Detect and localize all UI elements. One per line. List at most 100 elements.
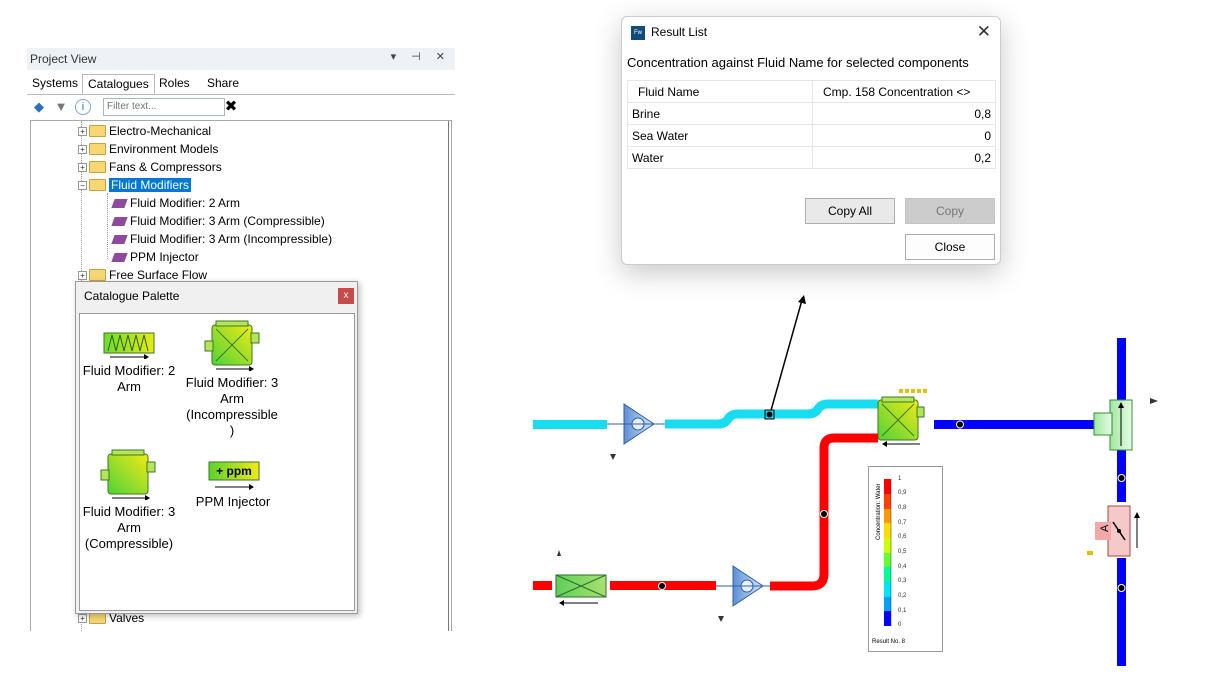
table-row[interactable]: Sea Water 0	[627, 124, 996, 147]
network-diagram: A	[533, 295, 1158, 666]
legend-tick: 0,7	[898, 520, 907, 526]
expand-icon[interactable]: +	[78, 271, 87, 281]
fluid-modifier-icon	[111, 235, 128, 245]
copy-all-button[interactable]: Copy All	[805, 198, 895, 224]
tab-share[interactable]: Share	[207, 76, 240, 90]
pipe-red[interactable]	[533, 581, 552, 590]
tree-folder-label: Free Surface Flow	[109, 268, 208, 282]
expand-icon[interactable]: +	[78, 163, 87, 173]
heat-exchanger-component[interactable]	[555, 550, 607, 606]
legend-tick: 1	[898, 476, 902, 482]
tree-item-fluid-modifier-3-arm-compressible[interactable]: Fluid Modifier: 3 Arm (Compressible)	[111, 212, 325, 230]
ppm-injector-icon	[111, 253, 128, 263]
valve-component[interactable]: A	[1087, 505, 1140, 557]
pipe-cyan[interactable]	[533, 420, 607, 429]
copy-button[interactable]: Copy	[905, 198, 995, 224]
info-icon[interactable]: i	[75, 99, 91, 115]
tree-item-ppm-injector[interactable]: PPM Injector	[111, 248, 199, 266]
fluid-modifier-icon	[111, 217, 128, 227]
tree-scrollbar[interactable]	[448, 121, 449, 631]
tree-item-fluid-modifier-2-arm[interactable]: Fluid Modifier: 2 Arm	[111, 194, 241, 212]
tree-folder-label: Fans & Compressors	[109, 160, 222, 174]
tree-guide-line	[107, 193, 108, 259]
valve-label: A	[1099, 524, 1111, 532]
column-header-concentration[interactable]: Cmp. 158 Concentration <>	[812, 80, 996, 103]
result-table: Fluid Name Cmp. 158 Concentration <> Bri…	[627, 80, 996, 169]
dialog-title: Result List	[651, 25, 708, 39]
tree-item-label: Fluid Modifier: 3 Arm (Compressible)	[130, 214, 325, 228]
pipe-node[interactable]	[820, 510, 828, 518]
tree-folder-label: Fluid Modifiers	[109, 178, 192, 192]
tree-folder-label: Environment Models	[109, 142, 219, 156]
tab-roles[interactable]: Roles	[159, 76, 190, 90]
table-row[interactable]: Water 0,2	[627, 146, 996, 169]
close-button[interactable]: Close	[905, 234, 995, 260]
cell-fluid-name: Water	[627, 146, 813, 169]
cell-fluid-name: Brine	[627, 102, 813, 125]
fluid-modifier-2-arm-icon	[103, 332, 155, 360]
palette-item-ppm-injector[interactable]: + ppm PPM Injector	[185, 460, 281, 510]
filter-icon[interactable]: ▼	[54, 99, 68, 114]
project-view-titlebar: Project View ▾ ⊣ ✕	[27, 48, 455, 70]
cell-concentration: 0,2	[812, 146, 996, 169]
close-icon[interactable]: ✕	[976, 22, 991, 41]
table-row[interactable]: Brine 0,8	[627, 102, 996, 125]
pipe-node[interactable]	[1117, 474, 1126, 482]
fluid-modifier-component[interactable]	[877, 389, 927, 447]
catalogue-icon[interactable]: ◆	[34, 99, 44, 114]
expand-icon[interactable]: +	[78, 145, 87, 155]
pipe-blue[interactable]	[1117, 558, 1126, 666]
legend-tick: 0,2	[898, 593, 907, 599]
clear-filter-icon[interactable]: ✖	[224, 98, 238, 115]
tree-folder-label: Electro-Mechanical	[109, 124, 212, 138]
filter-input[interactable]	[103, 98, 225, 116]
table-header-row: Fluid Name Cmp. 158 Concentration <>	[627, 80, 996, 103]
pointer-arrowhead	[798, 295, 806, 304]
tree-item-label: Fluid Modifier: 2 Arm	[130, 196, 241, 210]
tree-folder-electro-mechanical[interactable]: + Electro-Mechanical	[78, 122, 211, 140]
close-icon[interactable]: x	[338, 288, 354, 304]
pipe-node[interactable]	[956, 420, 964, 429]
project-view-title: Project View	[30, 52, 97, 66]
tee-junction-component[interactable]	[1093, 398, 1158, 451]
catalogue-palette-title: Catalogue Palette	[84, 289, 180, 303]
tab-systems[interactable]: Systems	[32, 76, 79, 90]
cell-concentration: 0,8	[812, 102, 996, 125]
pump-component[interactable]	[607, 403, 665, 460]
column-header-fluid-name[interactable]: Fluid Name	[627, 80, 813, 103]
concentration-legend: Concentration: Water 1 0,9 0,8 0,7 0,6 0…	[868, 466, 943, 652]
dialog-description: Concentration against Fluid Name for sel…	[627, 55, 969, 70]
tree-folder-free-surface-flow[interactable]: + Free Surface Flow	[78, 266, 207, 284]
project-view-tabs: Systems Catalogues Roles Share	[27, 72, 455, 95]
ppm-icon-text: + ppm	[216, 464, 252, 478]
expand-icon[interactable]: +	[78, 614, 87, 624]
tree-item-fluid-modifier-3-arm-incompressible[interactable]: Fluid Modifier: 3 Arm (Incompressible)	[111, 230, 333, 248]
tab-catalogues[interactable]: Catalogues	[82, 74, 155, 94]
pipe-blue[interactable]	[1117, 338, 1126, 400]
legend-tick: 0,1	[898, 608, 907, 614]
pipe-node[interactable]	[766, 411, 773, 418]
fluid-modifier-icon	[111, 199, 128, 209]
tree-folder-environment-models[interactable]: + Environment Models	[78, 140, 218, 158]
pipe-node[interactable]	[658, 582, 666, 590]
tree-folder-fans-compressors[interactable]: + Fans & Compressors	[78, 158, 222, 176]
pipe-blue[interactable]	[934, 420, 1094, 429]
expand-icon[interactable]: +	[78, 127, 87, 137]
cell-fluid-name: Sea Water	[627, 124, 813, 147]
collapse-icon[interactable]: −	[78, 181, 87, 191]
tree-folder-label: Valves	[109, 611, 145, 625]
tree-folder-valves[interactable]: + Valves	[78, 609, 144, 627]
tree-item-label: Fluid Modifier: 3 Arm (Incompressible)	[130, 232, 333, 246]
tree-folder-fluid-modifiers[interactable]: − Fluid Modifiers	[78, 176, 192, 194]
pipe-node[interactable]	[1117, 584, 1126, 592]
pump-component[interactable]	[716, 565, 770, 622]
panel-window-controls[interactable]: ▾ ⊣ ✕	[390, 51, 451, 63]
legend-tick: 0	[898, 622, 902, 628]
